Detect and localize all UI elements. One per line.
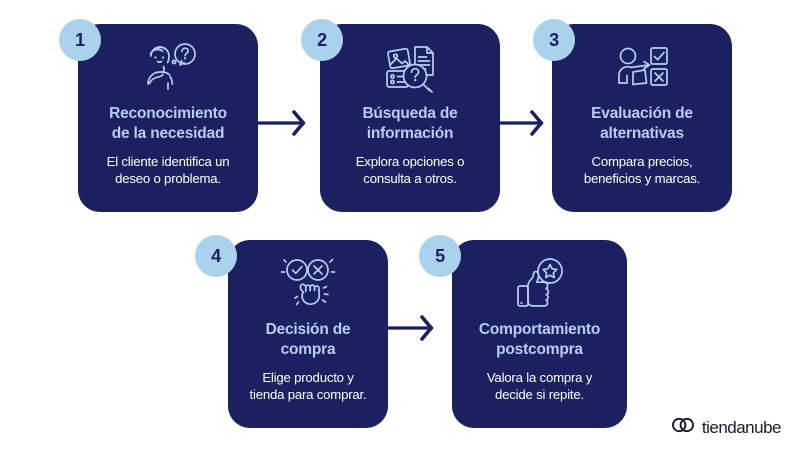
step-card-4: Decisión de compra Elige producto y tien… xyxy=(228,240,388,428)
step-card-5-title-line1: Comportamiento xyxy=(478,321,601,338)
tiendanube-logo-text: tiendanube xyxy=(701,417,782,437)
step-card-1-description: El cliente identifica un deseo o problem… xyxy=(107,153,230,187)
step-card-2-description: Explora opciones o consulta a otros. xyxy=(356,153,465,187)
step-card-5-desc-line2: decide si repite. xyxy=(495,386,584,402)
step-card-1: Reconocimiento de la necesidad El client… xyxy=(78,24,258,212)
step-card-5-description: Valora la compra y decide si repite. xyxy=(486,369,593,403)
step-card-3-desc-line1: Compara precios, xyxy=(591,153,693,169)
step-card-1-desc-line1: El cliente identifica un xyxy=(106,153,230,169)
step-badge-3-number: 3 xyxy=(549,29,559,50)
step-card-5: Comportamiento postcompra Valora la comp… xyxy=(452,240,627,428)
arrow-step1-to-step2 xyxy=(256,105,318,141)
step-badge-1-number: 1 xyxy=(75,29,85,50)
step-card-4-title-line1: Decisión de xyxy=(265,321,351,338)
step-card-3: Evaluación de alternativas Compara preci… xyxy=(552,24,732,212)
step-card-1-title-line1: Reconocimiento xyxy=(109,105,227,122)
step-card-1-desc-line2: deseo o problema. xyxy=(115,170,221,186)
step-badge-4: 4 xyxy=(195,235,237,277)
step-card-3-title-line2: alternativas xyxy=(600,124,684,142)
arrow-step2-to-step3 xyxy=(498,105,556,141)
step-card-4-description: Elige producto y tienda para comprar. xyxy=(250,369,367,403)
step-card-5-title-line2: postcompra xyxy=(496,340,583,358)
person-thinking-question-icon xyxy=(137,38,199,100)
hand-pointing-check-cross-icon xyxy=(277,254,339,316)
documents-magnifier-question-icon xyxy=(379,38,441,100)
step-card-1-title-line2: de la necesidad xyxy=(111,124,225,142)
step-card-5-desc-line1: Valora la compra y xyxy=(486,369,593,385)
step-card-3-description: Compara precios, beneficios y marcas. xyxy=(584,153,700,187)
step-card-2-desc-line1: Explora opciones o xyxy=(355,153,465,169)
arrow-step4-to-step5 xyxy=(386,310,446,346)
person-choosing-checkbox-icon xyxy=(611,38,673,100)
step-card-2-title-line1: Búsqueda de xyxy=(362,105,458,122)
step-badge-2-number: 2 xyxy=(317,29,327,50)
step-card-3-title: Evaluación de alternativas xyxy=(591,104,693,144)
step-card-4-title: Decisión de compra xyxy=(266,320,351,360)
step-card-2-title-line2: información xyxy=(366,124,454,142)
step-card-1-title: Reconocimiento de la necesidad xyxy=(109,104,227,144)
tiendanube-cloud-icon xyxy=(671,416,695,439)
step-card-5-title: Comportamiento postcompra xyxy=(479,320,600,360)
tiendanube-logo: tiendanube xyxy=(671,416,782,439)
step-badge-5-number: 5 xyxy=(435,245,445,266)
step-card-4-desc-line2: tienda para comprar. xyxy=(249,386,367,402)
step-badge-2: 2 xyxy=(301,19,343,61)
step-badge-4-number: 4 xyxy=(211,245,221,266)
step-badge-3: 3 xyxy=(533,19,575,61)
step-card-2: Búsqueda de información Explora opciones… xyxy=(320,24,500,212)
step-badge-1: 1 xyxy=(59,19,101,61)
step-card-4-title-line2: compra xyxy=(280,340,336,358)
step-card-3-title-line1: Evaluación de xyxy=(591,105,693,122)
step-card-4-desc-line1: Elige producto y xyxy=(262,369,354,385)
step-card-2-title: Búsqueda de información xyxy=(362,104,457,144)
step-card-2-desc-line2: consulta a otros. xyxy=(363,170,457,186)
step-badge-5: 5 xyxy=(419,235,461,277)
step-card-3-desc-line2: beneficios y marcas. xyxy=(583,170,701,186)
thumbs-up-star-icon xyxy=(509,254,571,316)
